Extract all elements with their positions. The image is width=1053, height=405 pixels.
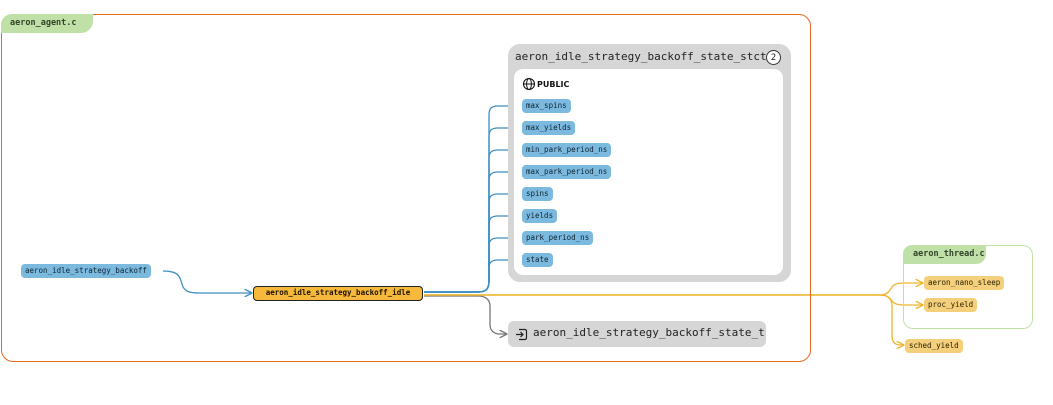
function-node-backoff-idle[interactable]: aeron_idle_strategy_backoff_idle — [253, 286, 423, 301]
field-max-spins[interactable]: max_spins — [522, 99, 571, 113]
enter-box-icon — [516, 328, 528, 341]
edges-to-external — [424, 283, 922, 345]
field-max-yields[interactable]: max_yields — [522, 121, 576, 135]
typedef-node[interactable] — [508, 321, 766, 347]
count-badge: 2 — [766, 50, 781, 65]
file-cluster-aeron-agent — [1, 14, 811, 362]
function-node-proc-yield[interactable]: proc_yield — [924, 298, 978, 312]
field-state[interactable]: state — [522, 253, 553, 267]
function-node-backoff[interactable]: aeron_idle_strategy_backoff — [21, 264, 151, 278]
edges-to-fields — [424, 106, 520, 293]
file-cluster-label: aeron_thread.c — [903, 245, 986, 264]
edge-idle-to-typedef — [424, 295, 506, 334]
file-cluster-label: aeron_agent.c — [1, 14, 93, 33]
edge-caller-to-idle — [162, 270, 251, 293]
struct-title: aeron_idle_strategy_backoff_state_stct — [515, 50, 767, 63]
field-min-park-period-ns[interactable]: min_park_period_ns — [522, 143, 612, 157]
field-yields[interactable]: yields — [522, 209, 558, 223]
globe-icon — [522, 77, 536, 91]
function-node-nano-sleep[interactable]: aeron_nano_sleep — [924, 276, 1005, 290]
field-max-park-period-ns[interactable]: max_park_period_ns — [522, 165, 612, 179]
field-spins[interactable]: spins — [522, 187, 553, 201]
typedef-label: aeron_idle_strategy_backoff_state_t — [533, 326, 765, 339]
visibility-label: PUBLIC — [537, 80, 570, 89]
function-node-sched-yield[interactable]: sched_yield — [905, 339, 963, 353]
field-park-period-ns[interactable]: park_period_ns — [522, 231, 594, 245]
